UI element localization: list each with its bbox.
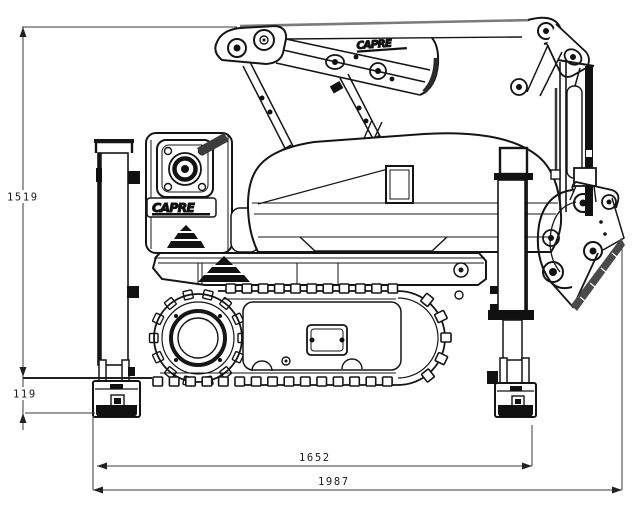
warning-chevrons-large (198, 256, 250, 282)
rear-outrigger (92, 139, 141, 418)
chassis-port (453, 262, 469, 278)
dim-overall-height: 1519 (7, 192, 39, 204)
track-cleats-front (419, 292, 452, 384)
dim-overall-length: 1987 (318, 476, 350, 488)
boom-end-linkage (510, 16, 590, 97)
track-assembly (148, 283, 464, 387)
bucket-blade (571, 238, 625, 311)
dim-length-to-outrigger: 1652 (299, 452, 331, 464)
logo-plate (146, 197, 217, 218)
bucket-attachment (536, 181, 625, 311)
track-cleats-top (225, 283, 399, 294)
dimension-lines (22, 26, 623, 491)
front-outrigger (487, 146, 537, 418)
front-outrigger-foot (494, 382, 537, 418)
engine-compartment: CAPRE (145, 132, 233, 254)
boom-pivot-pin (227, 38, 247, 58)
track-cleats-bottom (152, 376, 393, 387)
dimension-labels: 1519 119 1652 1987 (5, 190, 350, 488)
brand-logo-body: CAPRE (152, 200, 195, 215)
coupler-frame (550, 59, 597, 216)
sprocket-wheel (148, 289, 248, 387)
dimension-arrows (19, 27, 622, 494)
fan-grille (156, 139, 214, 198)
rear-outrigger-foot (92, 380, 141, 418)
warning-chevrons-small (167, 225, 205, 248)
dim-ground-clearance: 119 (13, 389, 37, 401)
hydraulic-cylinder-rear (242, 61, 298, 163)
boom: CAPRE (214, 16, 590, 163)
